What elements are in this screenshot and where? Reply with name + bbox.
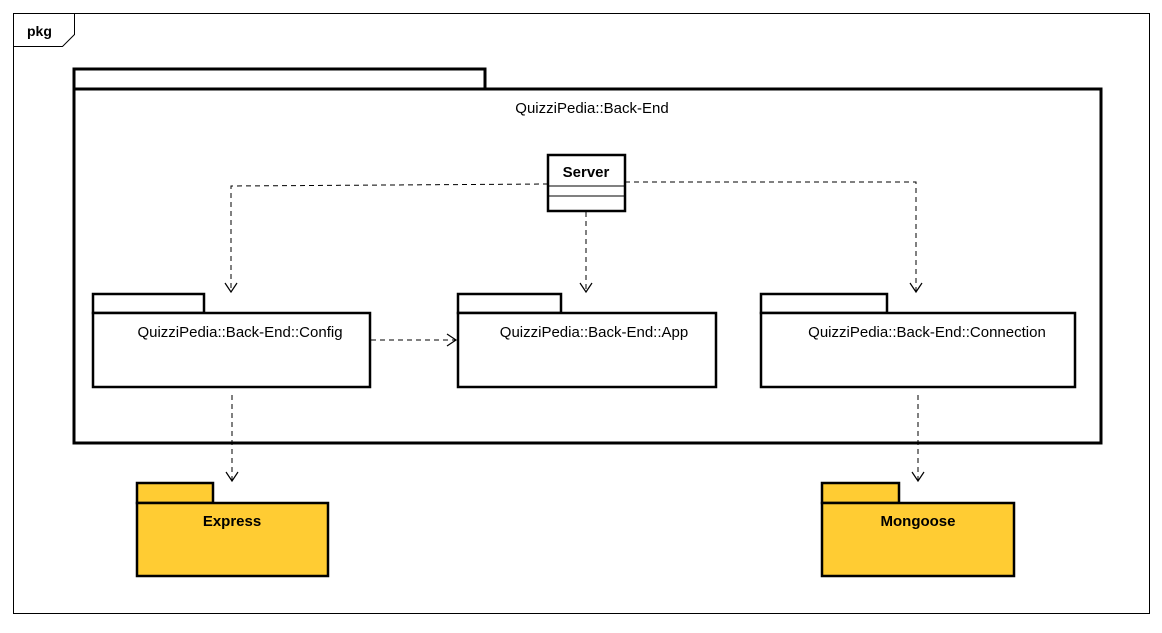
main-package-label: QuizziPedia::Back-End [515, 100, 668, 117]
frame-label: pkg [27, 23, 52, 39]
server-class-label: Server [563, 164, 610, 181]
connection-package: QuizziPedia::Back-End::Connection [759, 292, 1077, 389]
mongoose-tab [820, 481, 901, 505]
config-package-label: QuizziPedia::Back-End::Config [137, 324, 342, 341]
server-to-config-dependency [224, 183, 549, 294]
mongoose-body [820, 501, 1016, 578]
server-to-connection-dependency [625, 181, 923, 294]
diagram-frame: pkg [13, 13, 1150, 614]
express-package-label: Express [203, 513, 261, 530]
express-body [135, 501, 330, 578]
connection-package-label: QuizziPedia::Back-End::Connection [808, 324, 1046, 341]
server-class: Server [546, 153, 627, 213]
mongoose-package-label: Mongoose [881, 513, 956, 530]
app-package-label: QuizziPedia::Back-End::App [500, 324, 688, 341]
dependencies [224, 181, 925, 483]
express-tab [135, 481, 215, 505]
config-package: QuizziPedia::Back-End::Config [91, 292, 372, 389]
mongoose-package: Mongoose [820, 481, 1016, 578]
express-package: Express [135, 481, 330, 578]
app-package: QuizziPedia::Back-End::App [456, 292, 718, 389]
